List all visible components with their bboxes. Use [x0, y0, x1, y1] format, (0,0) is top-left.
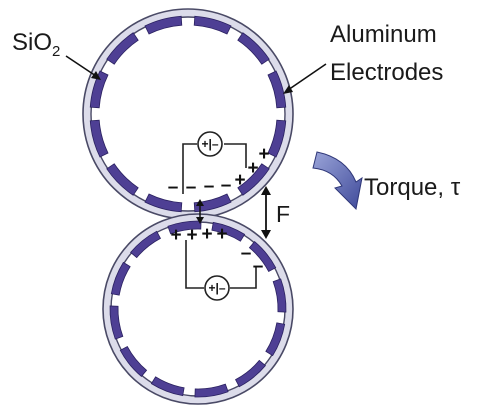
- aluminum-electrode-segment: [237, 32, 270, 65]
- top-cylinder-negative-charges: – – – –: [168, 175, 232, 198]
- charge-minus: –: [241, 243, 252, 264]
- top-circuit-wire-right: [224, 143, 247, 168]
- charge-plus: +: [234, 170, 245, 191]
- charge-plus: +: [258, 144, 269, 165]
- charge-minus: –: [221, 175, 232, 196]
- sio2-leader-arrow: [65, 55, 101, 80]
- aluminum-electrode-segment: [89, 70, 109, 109]
- top-ring-inner-edge: [90, 16, 286, 212]
- aluminum-electrode-segment: [150, 376, 185, 397]
- charge-plus: +: [201, 224, 212, 245]
- top-electrodes: [89, 15, 287, 213]
- aluminum-electrode-segment: [109, 305, 124, 340]
- sio2-label-subscript: 2: [52, 43, 60, 60]
- aluminum-electrode-segment: [193, 15, 232, 35]
- top-voltage-source-label: +|–: [201, 137, 218, 151]
- aluminum-label: Aluminum: [330, 21, 437, 48]
- svg-text:SiO2: SiO2: [12, 29, 60, 60]
- bottom-cylinder-positive-charges: + + + +: [170, 224, 227, 246]
- aluminum-electrode-segment: [267, 119, 287, 158]
- aluminum-electrode-segment: [110, 261, 131, 296]
- aluminum-electrode-segment: [106, 32, 139, 65]
- bottom-electrodes: [109, 220, 287, 398]
- bottom-voltage-source: [204, 275, 230, 301]
- sio2-label: SiO2: [12, 29, 60, 60]
- aluminum-electrode-segment: [235, 359, 266, 388]
- charge-plus: +: [216, 224, 227, 245]
- aluminum-electrode-segment: [144, 193, 183, 213]
- charge-minus: –: [186, 177, 197, 198]
- bottom-ring-outer-edge: [102, 213, 294, 405]
- aluminum-electrode-segment: [267, 70, 287, 109]
- aluminum-electrode-segment: [130, 230, 161, 259]
- sio2-label-main: SiO: [12, 29, 52, 56]
- charge-plus: +: [247, 158, 258, 179]
- bottom-circuit-wire-left: [185, 240, 204, 289]
- top-voltage-source: [197, 131, 223, 157]
- charge-plus: +: [186, 225, 197, 246]
- aluminum-electrode-segment: [272, 278, 287, 313]
- force-arrow: [261, 186, 271, 239]
- aluminum-electrode-segment: [119, 346, 148, 377]
- bottom-circuit-wire-right: [230, 266, 257, 289]
- electrodes-label: Electrodes: [330, 59, 443, 86]
- aluminum-electrode-segment: [106, 163, 139, 196]
- torque-label: Torque, τ: [364, 174, 461, 201]
- bottom-oxide-ring: [103, 214, 293, 404]
- charge-minus: –: [168, 177, 179, 198]
- charge-minus: –: [253, 256, 264, 277]
- aluminum-electrode-segment: [194, 383, 229, 398]
- charge-plus: +: [170, 225, 181, 246]
- aluminum-electrode-segment: [237, 163, 270, 196]
- bottom-circuit: [185, 240, 257, 301]
- gap-arrow: [196, 199, 204, 224]
- top-circuit: [182, 131, 247, 194]
- torque-arrow: [312, 151, 363, 211]
- electrode-leader-arrow: [283, 63, 327, 94]
- bottom-cylinder-negative-charges: – –: [241, 243, 264, 277]
- aluminum-electrode-segment: [265, 322, 286, 357]
- bottom-cylinder: [102, 213, 294, 405]
- top-cylinder-positive-charges: + + +: [234, 144, 269, 191]
- aluminum-electrode-segment: [211, 221, 246, 242]
- charge-minus: –: [204, 176, 215, 197]
- aluminum-electrode-segment: [193, 193, 232, 213]
- aluminum-electrode-segment: [167, 220, 202, 235]
- bottom-voltage-source-label: +|–: [208, 281, 225, 295]
- top-circuit-wire-left: [182, 143, 197, 194]
- aluminum-electrode-segment: [144, 15, 183, 35]
- aluminum-electrode-segment: [89, 119, 109, 158]
- force-label: F: [276, 201, 290, 227]
- aluminum-electrode-segment: [248, 241, 277, 272]
